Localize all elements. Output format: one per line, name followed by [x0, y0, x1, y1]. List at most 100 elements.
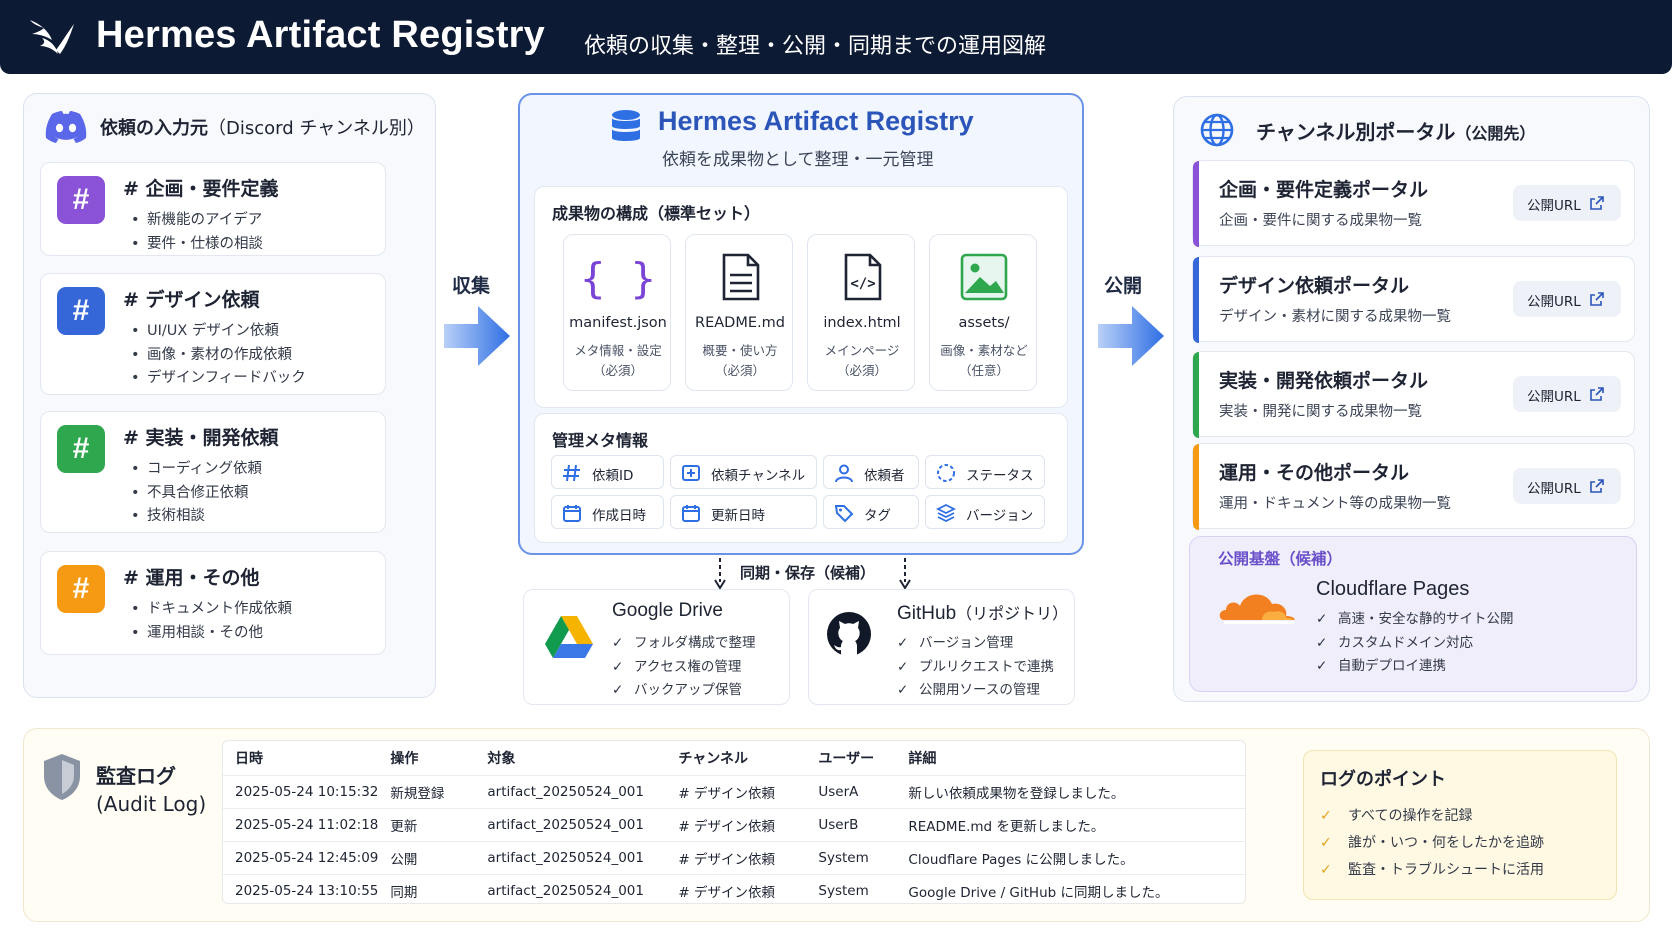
channel-title: # 実装・開発依頼 [123, 427, 279, 449]
portal-title: 実装・開発依頼ポータル [1219, 370, 1429, 392]
portal-desc: 実装・開発に関する成果物一覧 [1219, 404, 1422, 420]
list-item: UI/UX デザイン依頼 [131, 320, 306, 344]
table-cell: # デザイン依頼 [666, 774, 807, 808]
portal-title: 運用・その他ポータル [1219, 462, 1410, 484]
list-item: バックアップ保管 [612, 679, 756, 703]
table-cell: System [806, 840, 897, 874]
status-circle-icon [937, 464, 955, 482]
meta-chip-updated: 更新日時 [670, 495, 817, 529]
public-url-button[interactable]: 公開URL [1513, 468, 1621, 504]
table-cell: # デザイン依頼 [666, 873, 807, 907]
calendar-icon [563, 505, 581, 522]
portals-title: チャンネル別ポータル（公開先） [1256, 120, 1536, 144]
list-item: 公開用ソースの管理 [897, 679, 1054, 703]
table-row: 2025-05-24 12:45:09 公開 artifact_20250524… [223, 840, 1245, 874]
svg-text:</>: </> [850, 276, 875, 292]
table-cell: 2025-05-24 13:10:55 [223, 873, 379, 907]
channel-hash-icon: # [57, 176, 105, 224]
file-desc: 画像・素材など（任意） [940, 343, 1028, 378]
registry-title: Hermes Artifact Registry [658, 106, 974, 136]
meta-chip-channel: 依頼チャンネル [670, 455, 817, 489]
sync-label: 同期・保存（候補） [740, 564, 876, 582]
file-name: assets/ [958, 315, 1010, 331]
list-item: アクセス権の管理 [612, 656, 756, 680]
hash-icon [563, 464, 580, 482]
braces-icon: { } [580, 254, 656, 301]
table-cell: artifact_20250524_001 [475, 873, 667, 907]
column-header: 対象 [487, 750, 516, 767]
channel-list: コーディング依頼 不具合修正依頼 技術相談 [131, 458, 262, 529]
public-url-button[interactable]: 公開URL [1513, 281, 1621, 317]
table-cell: artifact_20250524_001 [475, 807, 667, 841]
file-card-readme: README.md 概要・使い方（必須） [685, 234, 793, 391]
meta-chip-status: ステータス [925, 455, 1045, 489]
document-icon [722, 253, 760, 301]
user-icon [835, 464, 853, 483]
channel-list: 新機能のアイデア 要件・仕様の相談 [131, 209, 263, 256]
database-icon [612, 110, 640, 141]
list-item: バージョン管理 [897, 632, 1054, 656]
log-points-title: ログのポイント [1320, 769, 1446, 790]
list-item: 誰が・いつ・何をしたかを追跡 [1320, 830, 1544, 857]
channel-card-operations: # # 運用・その他 ドキュメント作成依頼 運用相談・その他 [40, 551, 386, 655]
list-item: 高速・安全な静的サイト公開 [1316, 608, 1514, 632]
table-row: 2025-05-24 11:02:18 更新 artifact_20250524… [223, 807, 1245, 841]
calendar-icon [682, 505, 700, 522]
file-card-assets: assets/ 画像・素材など（任意） [929, 234, 1037, 391]
table-cell: 新しい依頼成果物を登録しました。 [896, 774, 1245, 808]
google-drive-icon [545, 616, 593, 658]
portal-desc: 企画・要件に関する成果物一覧 [1219, 213, 1422, 229]
collect-arrow-icon [444, 306, 510, 366]
portal-card-operations: 運用・その他ポータル 運用・ドキュメント等の成果物一覧 公開URL [1192, 443, 1635, 530]
github-card: GitHub（リポジトリ） バージョン管理 プルリクエストで連携 公開用ソースの… [808, 589, 1075, 705]
page-subtitle: 依頼の収集・整理・公開・同期までの運用図解 [584, 34, 1047, 59]
file-card-manifest: { } manifest.json メタ情報・設定（必須） [563, 234, 671, 391]
channel-title: # 運用・その他 [123, 567, 260, 589]
list-item: 自動デプロイ連携 [1316, 655, 1514, 679]
add-box-icon [682, 465, 700, 481]
portal-title: 企画・要件定義ポータル [1219, 179, 1429, 201]
svg-text:{ }: { } [580, 254, 656, 301]
table-cell: 公開 [378, 840, 476, 874]
table-cell: 2025-05-24 12:45:09 [223, 840, 379, 874]
image-icon [960, 253, 1008, 301]
channel-card-design: # # デザイン依頼 UI/UX デザイン依頼 画像・素材の作成依頼 デザインフ… [40, 273, 386, 395]
table-header-row: 日時 操作 対象 チャンネル ユーザー 詳細 [223, 741, 1245, 775]
table-cell: 更新 [378, 807, 476, 841]
list-item: フォルダ構成で整理 [612, 632, 756, 656]
channel-hash-icon: # [57, 287, 105, 335]
channel-list: ドキュメント作成依頼 運用相談・その他 [131, 598, 292, 645]
table-cell: Google Drive / GitHub に同期しました。 [896, 873, 1245, 907]
portal-card-planning: 企画・要件定義ポータル 企画・要件に関する成果物一覧 公開URL [1192, 160, 1635, 247]
code-file-icon: </> [844, 253, 882, 301]
shield-icon [44, 754, 80, 800]
external-link-icon [1590, 196, 1604, 210]
column-header: ユーザー [818, 750, 875, 767]
header-bar [0, 0, 1672, 74]
channel-title: # デザイン依頼 [123, 289, 260, 311]
page-title: Hermes Artifact Registry [96, 14, 545, 56]
meta-chip-created: 作成日時 [551, 495, 664, 529]
table-cell: Cloudflare Pages に公開しました。 [896, 840, 1245, 874]
public-url-button[interactable]: 公開URL [1513, 376, 1621, 412]
github-list: バージョン管理 プルリクエストで連携 公開用ソースの管理 [897, 632, 1054, 703]
layers-icon [936, 503, 956, 523]
file-desc: メタ情報・設定（必須） [574, 343, 662, 378]
external-link-icon [1590, 292, 1604, 306]
table-cell: 同期 [378, 873, 476, 907]
google-drive-card: Google Drive フォルダ構成で整理 アクセス権の管理 バックアップ保管 [523, 589, 790, 705]
google-drive-title: Google Drive [612, 600, 723, 621]
github-icon [827, 612, 871, 656]
list-item: 不具合修正依頼 [131, 482, 262, 506]
file-name: index.html [823, 315, 901, 331]
list-item: 技術相談 [131, 505, 262, 529]
channel-hash-icon: # [57, 565, 105, 613]
registry-subtitle: 依頼を成果物として整理・一元管理 [662, 150, 934, 170]
meta-chip-tag: タグ [823, 495, 919, 529]
public-url-button[interactable]: 公開URL [1513, 185, 1621, 221]
list-item: 画像・素材の作成依頼 [131, 344, 306, 368]
table-cell: UserA [806, 774, 897, 808]
list-item: 要件・仕様の相談 [131, 233, 263, 257]
sync-arrow-right-icon [899, 558, 911, 590]
portal-desc: 運用・ドキュメント等の成果物一覧 [1219, 496, 1451, 512]
